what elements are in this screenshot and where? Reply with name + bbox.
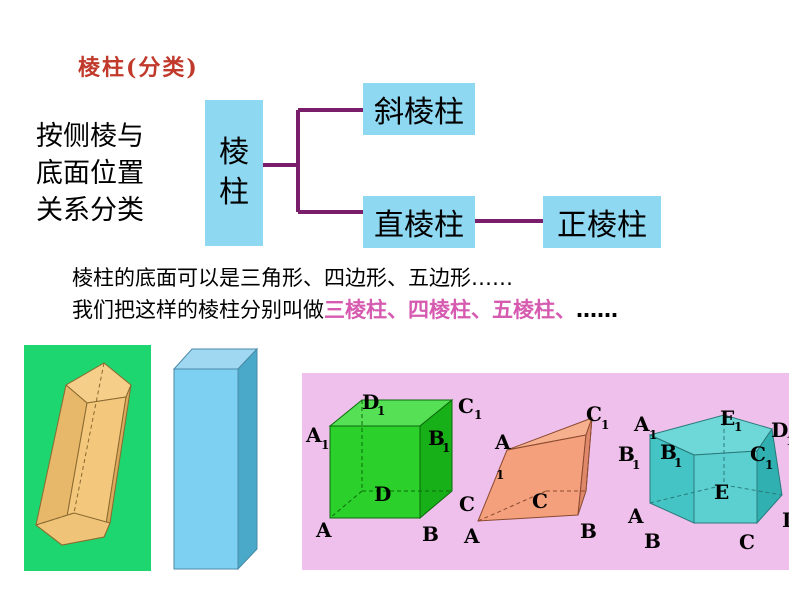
- vertex-label: 1: [321, 438, 329, 452]
- vertex-label: D: [362, 390, 379, 414]
- vertex-label: A: [627, 504, 644, 528]
- vertex-label: 1: [496, 468, 504, 482]
- vertex-label: D: [782, 508, 789, 532]
- vertex-label: 1: [786, 434, 789, 448]
- vertex-label: 1: [377, 404, 385, 418]
- vertex-label: C: [458, 394, 474, 418]
- vertex-label: C: [739, 530, 755, 554]
- vertex-label: 1: [601, 418, 609, 432]
- vertex-label: B: [644, 529, 661, 553]
- classification-note: 按侧棱与 底面位置 关系分类: [36, 118, 144, 229]
- vertex-label: 1: [442, 441, 450, 455]
- vertex-label: 1: [632, 458, 640, 472]
- vertex-label: C: [750, 442, 766, 466]
- vertex-label: A: [463, 524, 480, 548]
- root-char: 柱: [219, 175, 249, 210]
- cuboid-figure: [172, 347, 259, 571]
- oblique-prism-figure: [34, 362, 132, 546]
- right-prism-box: 直棱柱: [363, 196, 475, 248]
- prism-root-box: 棱 柱: [205, 100, 263, 246]
- note-line: 关系分类: [36, 195, 144, 226]
- triangular-prism: [477, 417, 593, 522]
- vertex-label: 1: [765, 458, 773, 472]
- prisms-figure: D 1 C 1 A 1 B 1 D A B C 1 A 1 C A B C A …: [305, 390, 789, 554]
- vertex-label: B: [422, 522, 439, 546]
- vertex-label: A: [305, 423, 322, 447]
- pentagonal-prism: [648, 414, 783, 525]
- names-prefix: 我们把这样的棱柱分别叫做: [72, 298, 324, 322]
- names-highlight: 三棱柱、四棱柱、五棱柱、: [324, 298, 576, 322]
- oblique-prism-box: 斜棱柱: [363, 83, 475, 135]
- vertex-label: A: [315, 518, 332, 542]
- vertex-label: C: [459, 492, 475, 516]
- prism-names-text: 我们把这样的棱柱分别叫做三棱柱、四棱柱、五棱柱、……: [72, 294, 618, 324]
- vertex-label: A: [494, 430, 511, 454]
- vertex-label: B: [660, 440, 677, 464]
- vertex-label: C: [532, 489, 548, 513]
- vertex-label: C: [586, 402, 602, 426]
- vertex-label: E: [714, 480, 729, 504]
- vertex-label: D: [374, 482, 391, 506]
- vertex-label: B: [580, 519, 597, 543]
- vertex-label: A: [633, 412, 650, 436]
- note-line: 按侧棱与: [36, 121, 144, 152]
- vertex-label: B: [618, 442, 635, 466]
- page-title: 棱柱(分类): [78, 55, 199, 81]
- vertex-label: E: [720, 406, 735, 430]
- vertex-label: D: [771, 418, 788, 442]
- vertex-label: 1: [674, 456, 682, 470]
- note-line: 底面位置: [36, 158, 144, 189]
- root-char: 棱: [219, 135, 249, 170]
- names-suffix: ……: [576, 298, 618, 322]
- regular-prism-box: 正棱柱: [543, 196, 661, 248]
- vertex-label: 1: [474, 408, 482, 422]
- cube: [328, 398, 454, 520]
- vertex-label: B: [428, 426, 445, 450]
- vertex-label: 1: [734, 420, 742, 434]
- base-shapes-text: 棱柱的底面可以是三角形、四边形、五边形……: [72, 266, 513, 290]
- vertex-label: 1: [649, 428, 657, 442]
- tree-connectors: [263, 108, 543, 223]
